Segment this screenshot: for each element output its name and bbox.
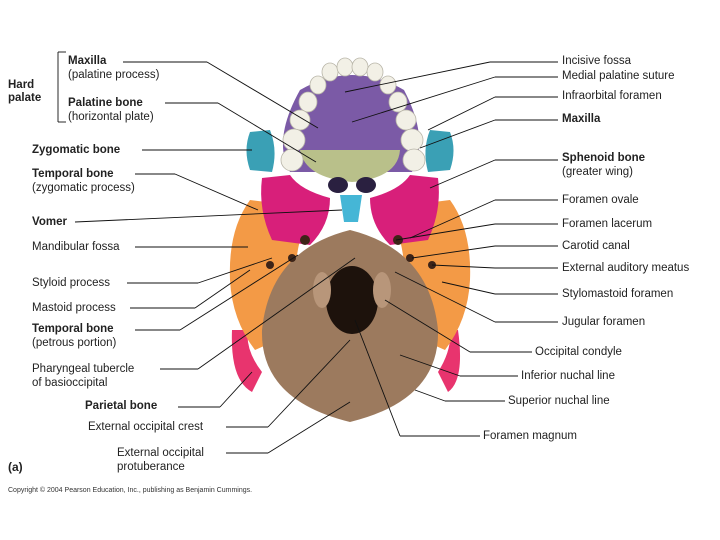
label-foramen-magnum: Foramen magnum (483, 430, 577, 442)
label-medial-palatine-suture: Medial palatine suture (562, 70, 675, 82)
label-superior-nuchal-line: Superior nuchal line (508, 395, 610, 407)
label-carotid-canal: Carotid canal (562, 240, 630, 252)
label-occipital-condyle: Occipital condyle (535, 346, 622, 358)
label-external-auditory-meatus: External auditory meatus (562, 262, 690, 274)
label-temporal-bone-zygomatic-sub: (zygomatic process) (32, 182, 135, 194)
zygomatic-bone-left (246, 130, 275, 172)
hard-palate-label-2: palate (8, 92, 42, 104)
label-external-occipital-protuberance-1: External occipital (117, 447, 204, 459)
label-zygomatic-bone: Zygomatic bone (32, 144, 121, 156)
label-incisive-fossa: Incisive fossa (562, 55, 632, 67)
occipital-condyle-left (313, 272, 331, 308)
label-palatine-bone-sub: (horizontal plate) (68, 111, 154, 123)
label-vomer: Vomer (32, 216, 67, 228)
sphenoid-bone-left (261, 175, 330, 245)
hard-palate-label-1: Hard (8, 79, 35, 91)
label-temporal-bone-zygomatic: Temporal bone (32, 168, 114, 180)
choana-left (328, 177, 348, 193)
label-temporal-bone-petrous-sub: (petrous portion) (32, 337, 117, 349)
label-palatine-bone: Palatine bone (68, 97, 143, 109)
palatine-bone (300, 150, 400, 182)
sphenoid-bone-right (370, 175, 439, 245)
label-foramen-lacerum: Foramen lacerum (562, 218, 653, 230)
label-pharyngeal-tubercle-1: Pharyngeal tubercle (32, 363, 135, 375)
label-maxilla-left-sub: (palatine process) (68, 69, 160, 81)
choana-right (356, 177, 376, 193)
label-parietal-bone: Parietal bone (85, 400, 158, 412)
foramen-magnum (326, 266, 378, 334)
label-sphenoid-bone: Sphenoid bone (562, 152, 646, 164)
label-styloid-process: Styloid process (32, 277, 110, 289)
label-sphenoid-bone-sub: (greater wing) (562, 166, 633, 178)
label-foramen-ovale: Foramen ovale (562, 194, 639, 206)
label-temporal-bone-petrous: Temporal bone (32, 323, 114, 335)
label-inferior-nuchal-line: Inferior nuchal line (521, 370, 615, 382)
label-jugular-foramen: Jugular foramen (562, 316, 646, 328)
label-infraorbital-foramen: Infraorbital foramen (562, 90, 662, 102)
label-external-occipital-crest: External occipital crest (88, 421, 204, 433)
copyright-text: Copyright © 2004 Pearson Education, Inc.… (8, 487, 253, 494)
parietal-bone-left (231, 330, 262, 392)
label-pharyngeal-tubercle-2: of basioccipital (32, 377, 108, 389)
teeth (280, 57, 426, 172)
foramina (266, 235, 436, 269)
zygomatic-bone-right (425, 130, 454, 172)
occipital-condyle-right (373, 272, 391, 308)
label-external-occipital-protuberance-2: protuberance (117, 461, 185, 473)
parietal-bone-right (438, 330, 461, 392)
label-maxilla-left: Maxilla (68, 55, 107, 67)
label-maxilla-right: Maxilla (562, 113, 601, 125)
label-mastoid-process: Mastoid process (32, 302, 116, 314)
label-stylomastoid-foramen: Stylomastoid foramen (562, 288, 674, 300)
vomer-bone (340, 195, 362, 222)
panel-label: (a) (8, 460, 23, 474)
label-mandibular-fossa: Mandibular fossa (32, 241, 120, 253)
